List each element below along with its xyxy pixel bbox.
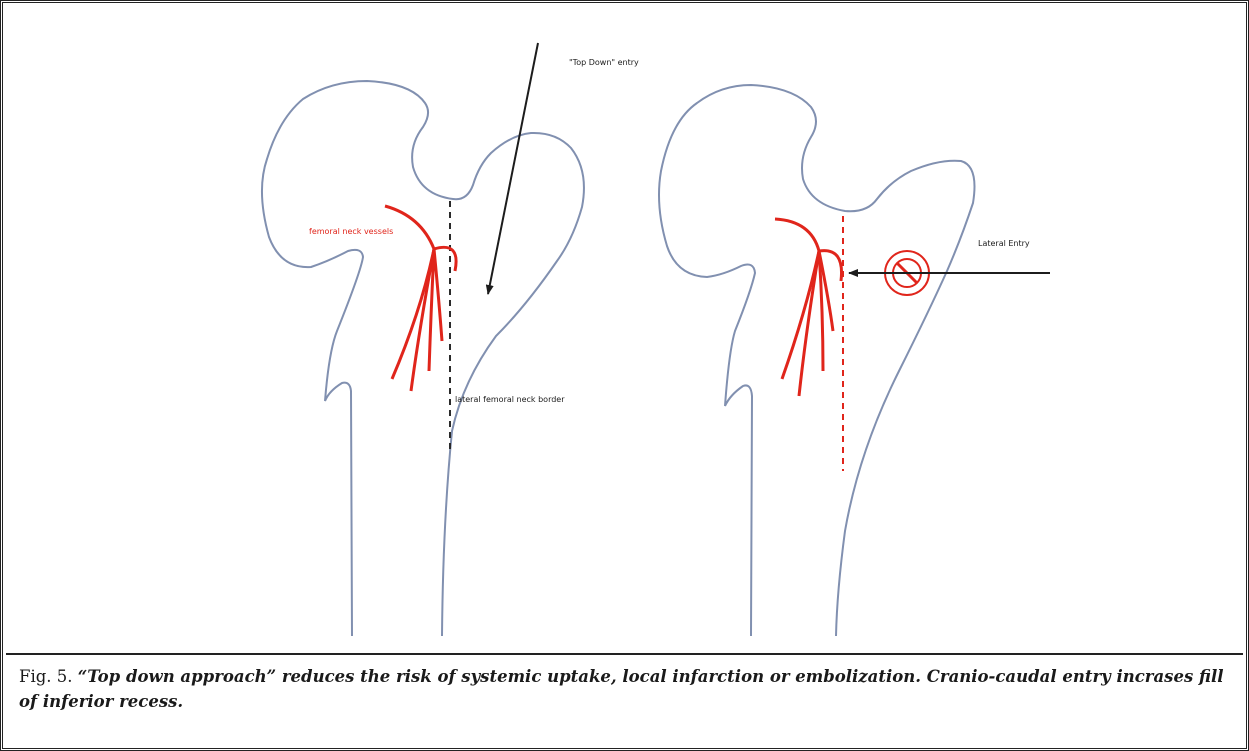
figure-caption: Fig. 5. “Top down approach” reduces the … (19, 664, 1234, 714)
right-femur-diagram: Lateral Entry (659, 85, 1050, 636)
right-vessel-branch-6 (775, 219, 819, 251)
caption-divider (6, 653, 1243, 655)
caption-label: Fig. 5. (19, 667, 73, 686)
right-femur-outline (659, 85, 975, 636)
top-down-label: "Top Down" entry (569, 58, 639, 67)
caption-text: “Top down approach” reduces the risk of … (19, 667, 1224, 711)
left-femur-outline (262, 81, 584, 636)
left-neck-vessels (385, 206, 456, 391)
left-vessel-branch-1 (434, 247, 456, 271)
right-neck-vessels (775, 219, 842, 396)
vessels-label-left: femoral neck vessels (309, 227, 393, 236)
border-label: lateral femoral neck border (455, 395, 565, 404)
left-vessel-branch-5 (434, 249, 442, 341)
right-vessel-branch-2 (782, 251, 819, 379)
right-vessel-branch-3 (799, 251, 819, 396)
left-femur-diagram: femoral neck vessels lateral femoral nec… (262, 43, 639, 636)
left-vessel-branch-2 (392, 249, 434, 379)
figure-svg: femoral neck vessels lateral femoral nec… (11, 11, 1244, 651)
figure-illustration: femoral neck vessels lateral femoral nec… (11, 11, 1244, 651)
top-down-entry-arrow (488, 43, 538, 294)
lateral-entry-label: Lateral Entry (978, 239, 1030, 248)
